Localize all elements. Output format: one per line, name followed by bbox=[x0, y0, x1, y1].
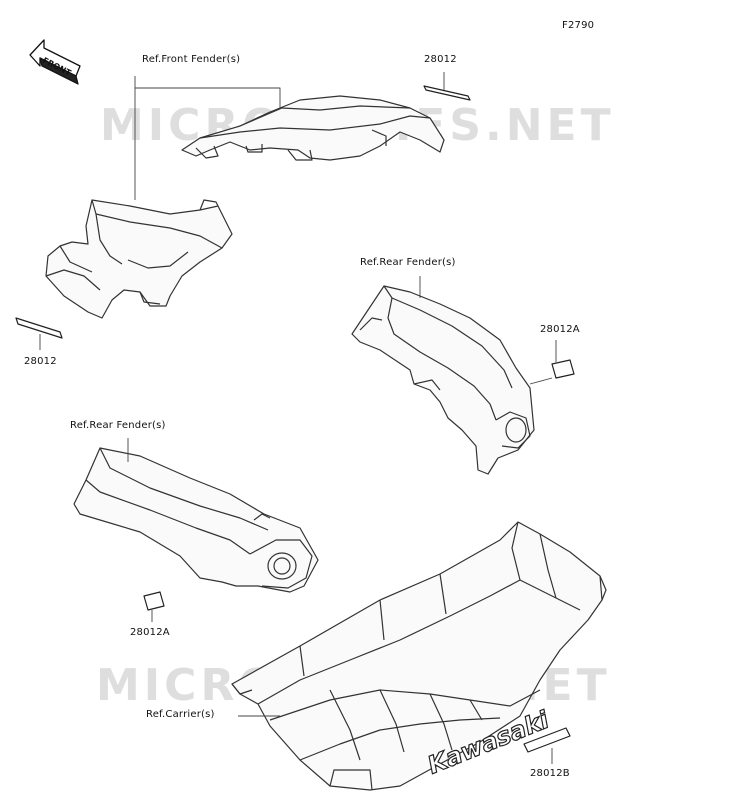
decal-28012a-left bbox=[143, 591, 165, 611]
part-28012-top-label: 28012 bbox=[424, 54, 457, 65]
decal-28012b bbox=[523, 727, 571, 753]
leader-28012a-right bbox=[529, 340, 557, 385]
part-28012a-left-label: 28012A bbox=[130, 627, 170, 638]
decal-28012-top bbox=[423, 85, 471, 101]
decal-28012-left bbox=[15, 317, 63, 339]
part-28012a-right-label: 28012A bbox=[540, 324, 580, 335]
ref-rear-fender-left-label: Ref.Rear Fender(s) bbox=[70, 420, 166, 431]
ref-rear-fender-right-label: Ref.Rear Fender(s) bbox=[360, 257, 456, 268]
rear-fender-left-part bbox=[73, 447, 319, 593]
rear-fender-right-part bbox=[351, 285, 535, 475]
part-28012b-label: 28012B bbox=[530, 768, 570, 779]
front-arrow-icon bbox=[29, 39, 81, 85]
front-fender-top-part bbox=[181, 95, 445, 161]
part-28012-left-label: 28012 bbox=[24, 356, 57, 367]
decal-28012a-right bbox=[551, 359, 575, 379]
front-fender-left-part bbox=[45, 199, 233, 319]
ref-carrier-label: Ref.Carrier(s) bbox=[146, 709, 215, 720]
ref-front-fender-label: Ref.Front Fender(s) bbox=[142, 54, 241, 65]
carrier-part bbox=[231, 521, 607, 791]
diagram-code: F2790 bbox=[562, 20, 595, 31]
leader-front-fender bbox=[134, 76, 281, 200]
